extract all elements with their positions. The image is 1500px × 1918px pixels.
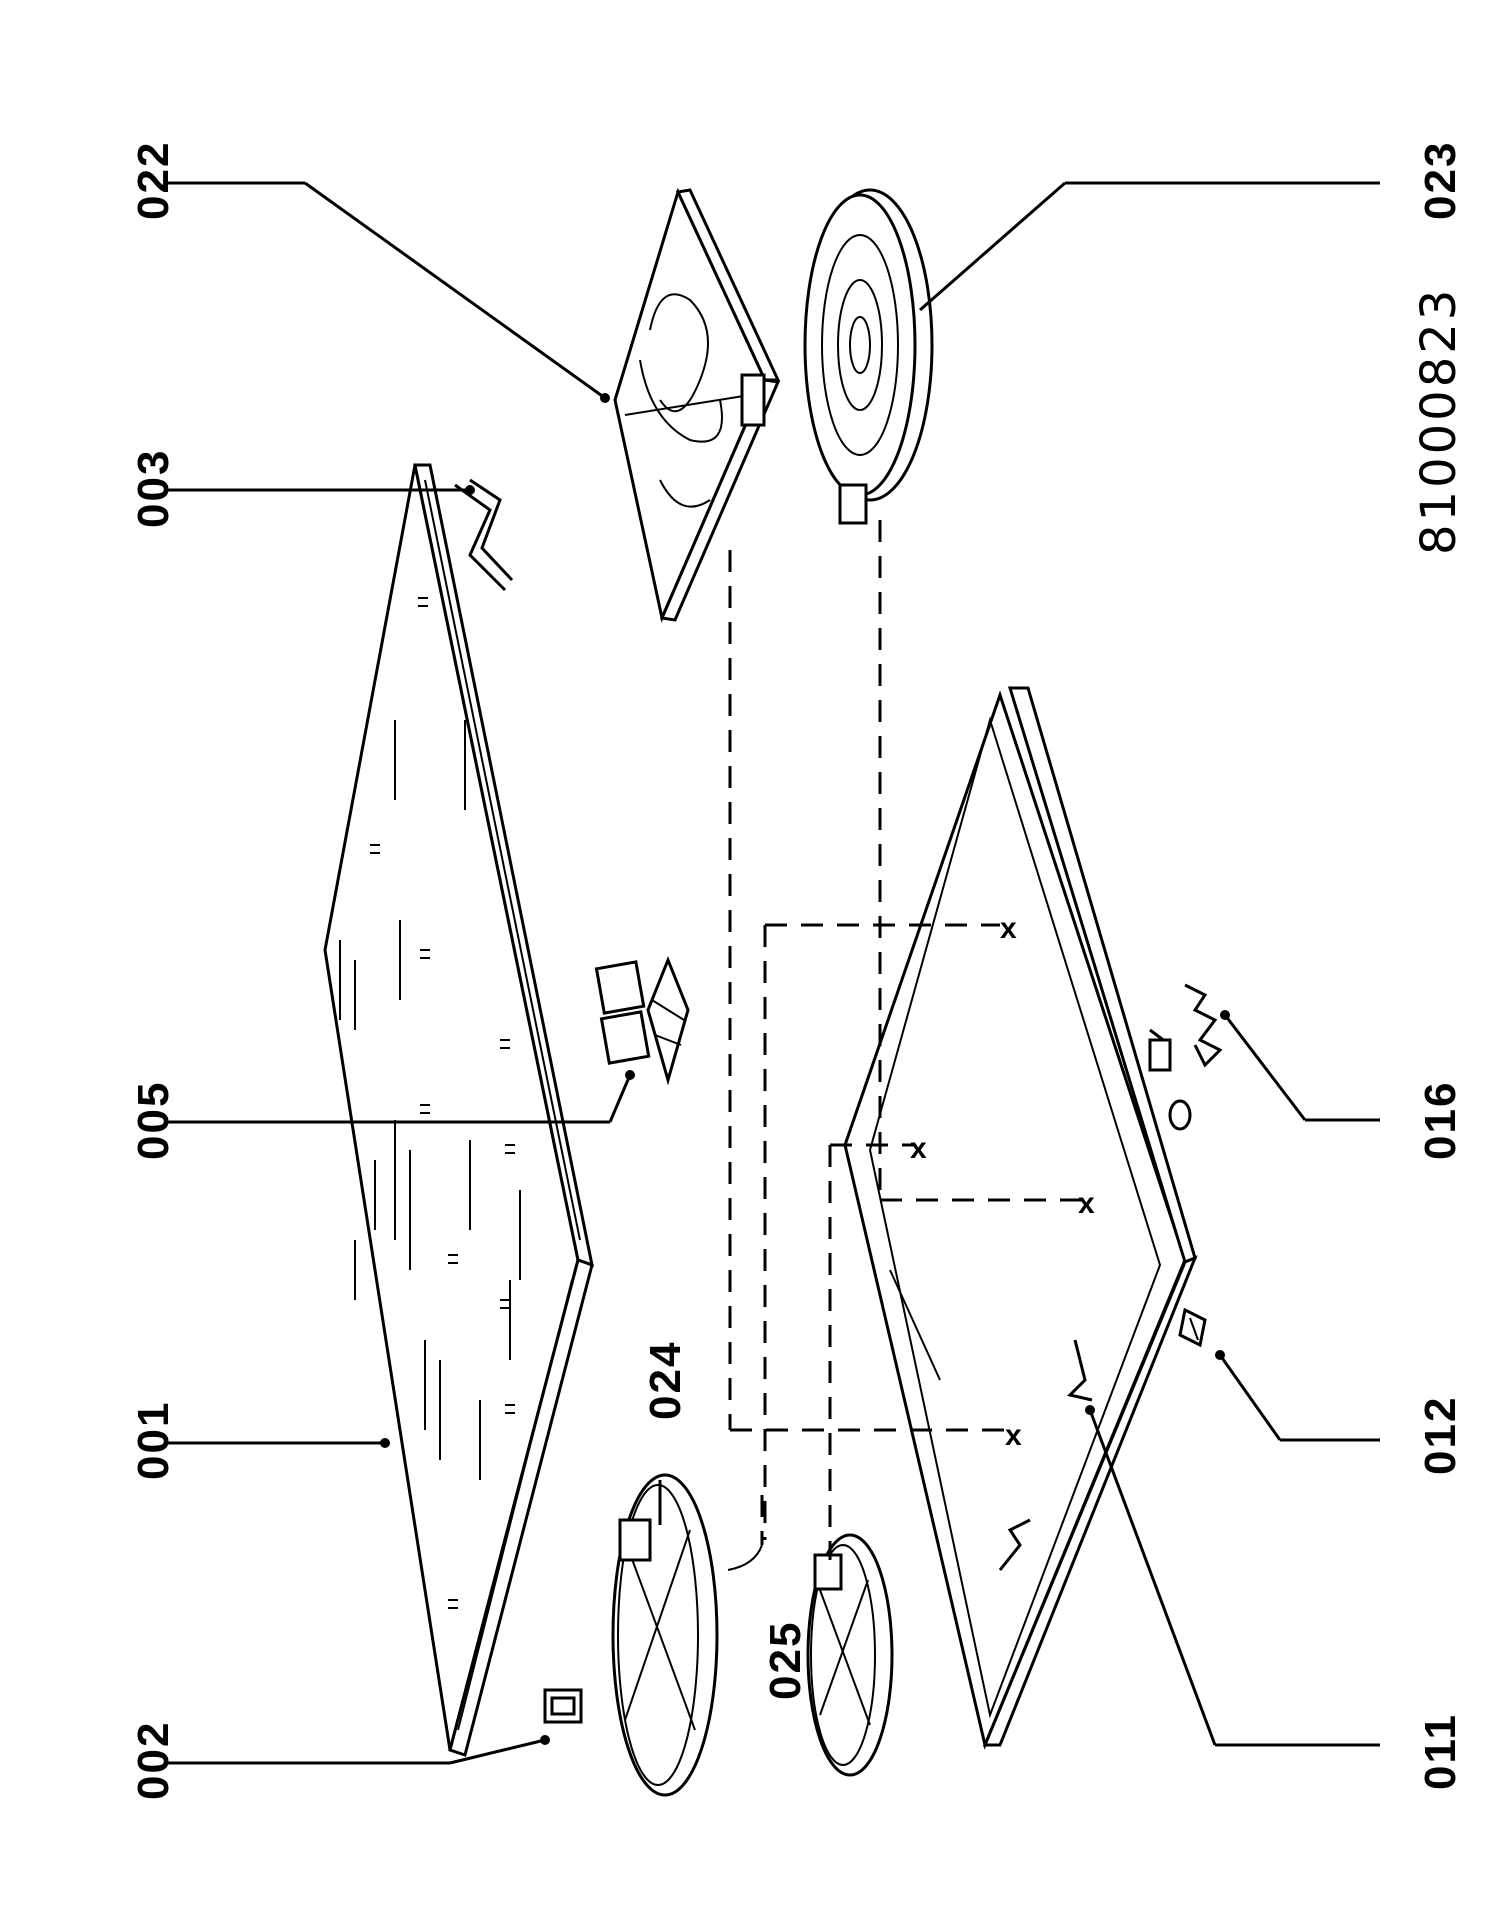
hotplate-022	[613, 187, 781, 623]
heater-ring-024	[611, 1473, 719, 1797]
glass-top-panel	[323, 463, 594, 1757]
callout-024: 024	[641, 1341, 690, 1420]
svg-text:x: x	[1000, 912, 1019, 945]
assembly-lines	[727, 520, 1085, 1571]
callout-012: 012	[1416, 1396, 1465, 1475]
hotplate-023	[803, 188, 934, 525]
callout-022: 022	[129, 141, 178, 220]
svg-text:x: x	[910, 1132, 929, 1165]
bracket-005	[594, 955, 690, 1086]
callout-005: 005	[129, 1081, 178, 1160]
drawing-code: 81000823	[1411, 287, 1467, 555]
callout-labels: 002 001 005 003 022 023 024 025 011 012 …	[129, 141, 1465, 1800]
callout-001: 001	[129, 1401, 178, 1480]
callout-023: 023	[1416, 141, 1465, 220]
callout-025: 025	[761, 1621, 810, 1700]
frame-011	[843, 686, 1198, 1750]
callout-016: 016	[1416, 1081, 1465, 1160]
callout-002: 002	[129, 1721, 178, 1800]
assembly-markers: x x x x	[910, 912, 1097, 1452]
heater-ring-025	[806, 1533, 894, 1777]
svg-text:x: x	[1005, 1419, 1024, 1452]
clip-011-part	[1067, 1339, 1093, 1402]
clip-012	[1178, 1307, 1207, 1348]
screw-part	[998, 1518, 1031, 1571]
svg-text:x: x	[1078, 1187, 1097, 1220]
clip-002	[543, 1688, 583, 1724]
callout-003: 003	[129, 449, 178, 528]
leader-lines	[165, 181, 1380, 1765]
bracket-016	[1148, 983, 1223, 1131]
callout-011: 011	[1416, 1713, 1465, 1790]
clip-003	[454, 478, 514, 592]
